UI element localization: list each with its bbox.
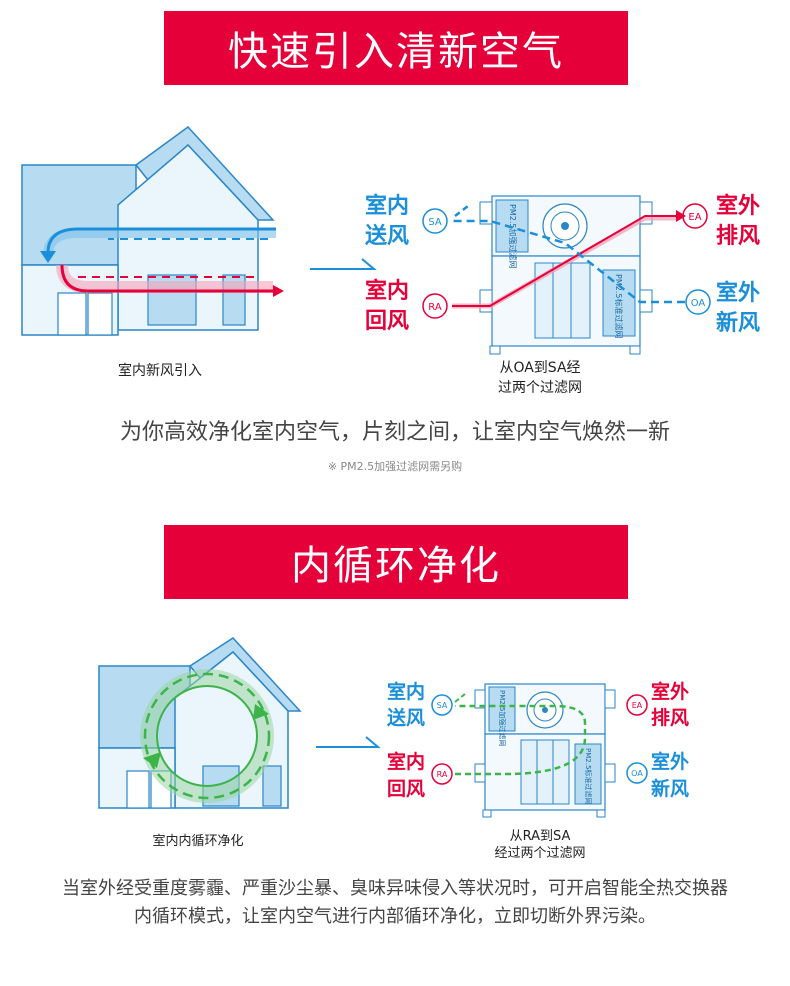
- ea-code: EA: [688, 212, 701, 223]
- section2-banner-title: 内循环净化: [291, 543, 501, 589]
- ea-label-line2: 排风: [716, 224, 760, 249]
- fresh-air-house-illustration: [21, 125, 284, 336]
- filter1-text: PM2.5加强过滤网: [498, 690, 507, 746]
- filter2-text: PM2.5标准过滤网: [584, 748, 593, 804]
- oa-code: OA: [691, 298, 706, 309]
- section1-note: ※ PM2.5加强过滤网需另购: [327, 460, 463, 473]
- filter2-text: PM2.5标准过滤网: [614, 274, 624, 338]
- oa-label-line2: 新风: [716, 310, 760, 336]
- ra-label-line1: 室内: [365, 278, 409, 304]
- section1-description: 为你高效净化室内空气，片刻之间，让室内空气焕然一新: [119, 420, 670, 445]
- ra-code: RA: [428, 302, 442, 313]
- ra-label-line1: 室内: [387, 750, 425, 773]
- arrow-right-icon: [316, 736, 381, 748]
- section1-banner: 快速引入清新空气: [164, 11, 628, 85]
- sa-label-line1: 室内: [365, 193, 409, 219]
- oa-code: OA: [631, 769, 643, 778]
- sa-code: SA: [428, 217, 442, 228]
- section2-unit-caption: 从RA到SA 经过两个过滤网: [470, 828, 610, 862]
- ea-label-line2: 排风: [651, 706, 689, 729]
- oa-label-line2: 新风: [651, 777, 689, 800]
- oa-label-line1: 室外: [716, 280, 760, 306]
- sa-code: SA: [437, 701, 448, 710]
- section1-unit-caption-line1: 从OA到SA经: [499, 360, 581, 376]
- section1-unit-diagram: 室内 送风 SA 室内 回风 RA EA 室外 排风 OA 室外 新风 PM2.…: [365, 193, 760, 355]
- section2-unit-caption-line1: 从RA到SA: [509, 829, 571, 844]
- section2-unit-caption-line2: 经过两个过滤网: [494, 846, 586, 861]
- oa-label-line1: 室外: [651, 750, 689, 773]
- section2-unit-diagram: 室内 送风 SA 室内 回风 RA EA 室外 排风 OA 室外 新风 PM2.…: [387, 680, 689, 818]
- arrow-right-icon: [310, 258, 377, 270]
- ra-label-line2: 回风: [365, 309, 409, 334]
- section1-banner-title: 快速引入清新空气: [228, 29, 564, 75]
- section2-banner: 内循环净化: [164, 525, 628, 599]
- section2-description-line2: 内循环模式，让室内空气进行内部循环净化，立即切断外界污染。: [134, 906, 656, 927]
- ea-label-line1: 室外: [716, 193, 760, 219]
- ea-label-line1: 室外: [651, 680, 689, 703]
- section2-house-caption: 室内内循环净化: [152, 834, 244, 849]
- section1-house-caption: 室内新风引入: [118, 363, 202, 379]
- sa-label-line2: 送风: [365, 223, 409, 249]
- section2-description: 当室外经受重度雾霾、严重沙尘暴、臭味异味侵入等状况时，可开启智能全热交换器 内循…: [0, 875, 790, 931]
- section2-description-line1: 当室外经受重度雾霾、严重沙尘暴、臭味异味侵入等状况时，可开启智能全热交换器: [62, 878, 728, 899]
- recirculation-house-illustration: [98, 637, 302, 809]
- ra-label-line2: 回风: [387, 778, 425, 800]
- section1-unit-caption-line2: 过两个过滤网: [498, 380, 582, 396]
- filter1-text: PM2.5加强过滤网: [508, 204, 518, 268]
- sa-label-line1: 室内: [387, 680, 425, 703]
- sa-label-line2: 送风: [387, 706, 425, 729]
- section1-unit-caption: 从OA到SA经 过两个过滤网: [470, 358, 610, 398]
- ea-code: EA: [632, 701, 643, 710]
- ra-code: RA: [437, 770, 448, 779]
